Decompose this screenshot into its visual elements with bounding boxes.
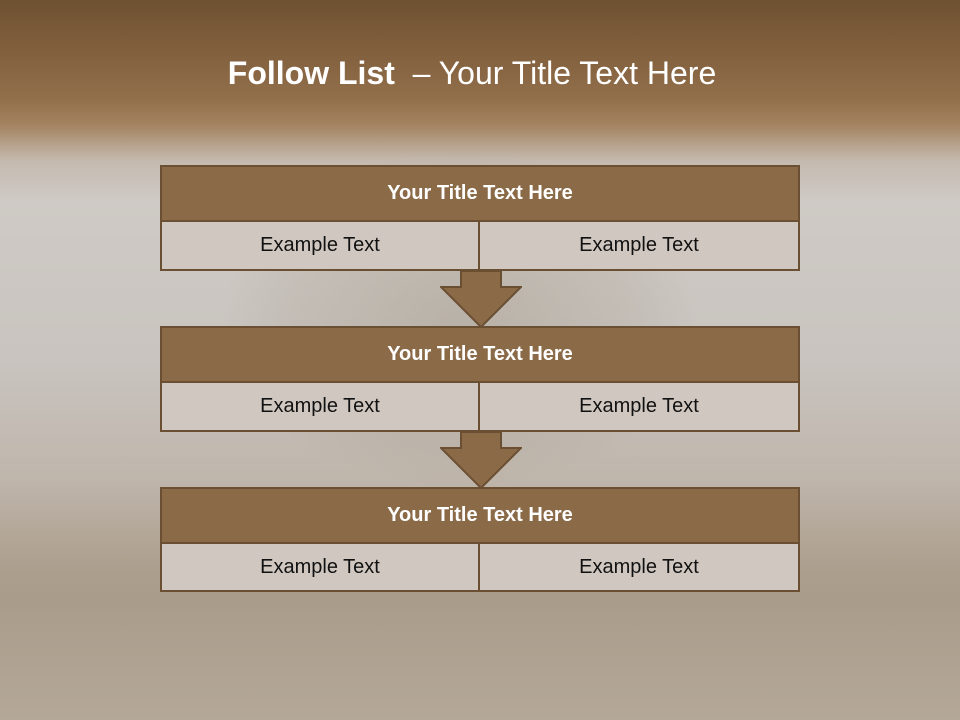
down-arrow-icon bbox=[440, 432, 522, 490]
step-cell-right: Example Text bbox=[480, 544, 800, 592]
step-block-3: Your Title Text Here Example Text Exampl… bbox=[160, 487, 800, 593]
step-cell-left: Example Text bbox=[160, 544, 480, 592]
step-block-1: Your Title Text Here Example Text Exampl… bbox=[160, 165, 800, 271]
step-cell-right: Example Text bbox=[480, 383, 800, 432]
step-cell-right: Example Text bbox=[480, 222, 800, 271]
step-title: Your Title Text Here bbox=[160, 326, 800, 383]
down-arrow-icon bbox=[440, 271, 522, 329]
step-block-2: Your Title Text Here Example Text Exampl… bbox=[160, 326, 800, 432]
step-cell-left: Example Text bbox=[160, 222, 480, 271]
step-title: Your Title Text Here bbox=[160, 487, 800, 544]
slide-title-bold: Follow List bbox=[227, 55, 395, 91]
slide-title-rest: – Your Title Text Here bbox=[394, 55, 717, 91]
step-title: Your Title Text Here bbox=[160, 165, 800, 222]
step-cell-left: Example Text bbox=[160, 383, 480, 432]
slide-title: Follow List – Your Title Text Here bbox=[0, 55, 944, 92]
